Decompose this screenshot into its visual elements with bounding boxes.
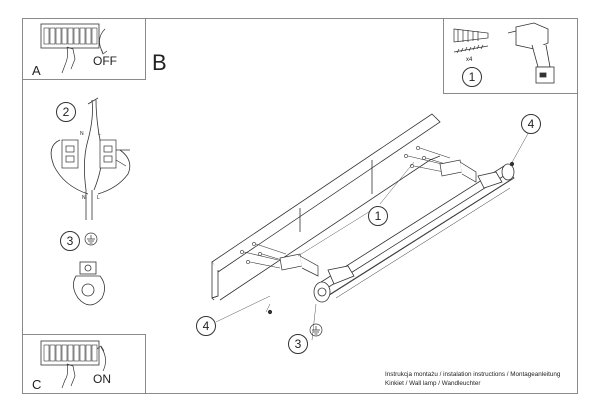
- wall-surface: [211, 113, 441, 301]
- wire-n-bottom: N: [82, 195, 86, 201]
- panel-c: C ON: [22, 334, 146, 394]
- end-cap-right: [501, 163, 515, 181]
- panel-c-letter: C: [32, 377, 42, 392]
- step-1-mount-screws: 1: [368, 206, 388, 226]
- wire-l-bottom: L: [97, 195, 100, 201]
- mount-bracket: [279, 159, 477, 277]
- wire-l-top: L: [98, 131, 101, 137]
- step-4-end-cap-left: 4: [196, 316, 216, 336]
- step-2-wiring: 2: [56, 102, 76, 122]
- ground-symbol-icon: [84, 232, 98, 246]
- step-1-tools: 1: [462, 67, 482, 87]
- drill-icon: [507, 22, 555, 84]
- step-3-mount-ground: 3: [288, 334, 308, 354]
- ground-terminal-icon: [73, 261, 105, 306]
- panel-b-letter: B: [152, 50, 167, 75]
- lamp-tube: [313, 163, 515, 303]
- wire-n-top: N: [80, 131, 84, 137]
- caption-line-1: Instrukcja montażu / instalation instruc…: [385, 371, 561, 378]
- panel-a: A OFF: [22, 18, 146, 80]
- panel-a-state: OFF: [93, 54, 117, 68]
- tools-count: x4: [466, 57, 473, 63]
- breaker-on-illustration: [40, 340, 106, 389]
- mount-ground-symbol-icon: [309, 323, 323, 337]
- diagram-frame: [22, 18, 578, 394]
- step-4-end-cap-right: 4: [521, 114, 541, 134]
- step-3-ground: 3: [60, 231, 80, 251]
- panel-a-letter: A: [32, 63, 41, 78]
- panel-c-state: ON: [93, 372, 111, 386]
- tools-illustration: [453, 22, 555, 84]
- caption-line-2: Kinkiet / Wall lamp / Wandleuchter: [385, 380, 481, 387]
- document-caption: Instrukcja montażu / instalation instruc…: [385, 370, 560, 388]
- panel-tools: x4 1: [443, 18, 578, 94]
- wall-plug-icon: [453, 28, 489, 43]
- screw-icon: [453, 44, 489, 54]
- breaker-off-illustration: [40, 23, 108, 74]
